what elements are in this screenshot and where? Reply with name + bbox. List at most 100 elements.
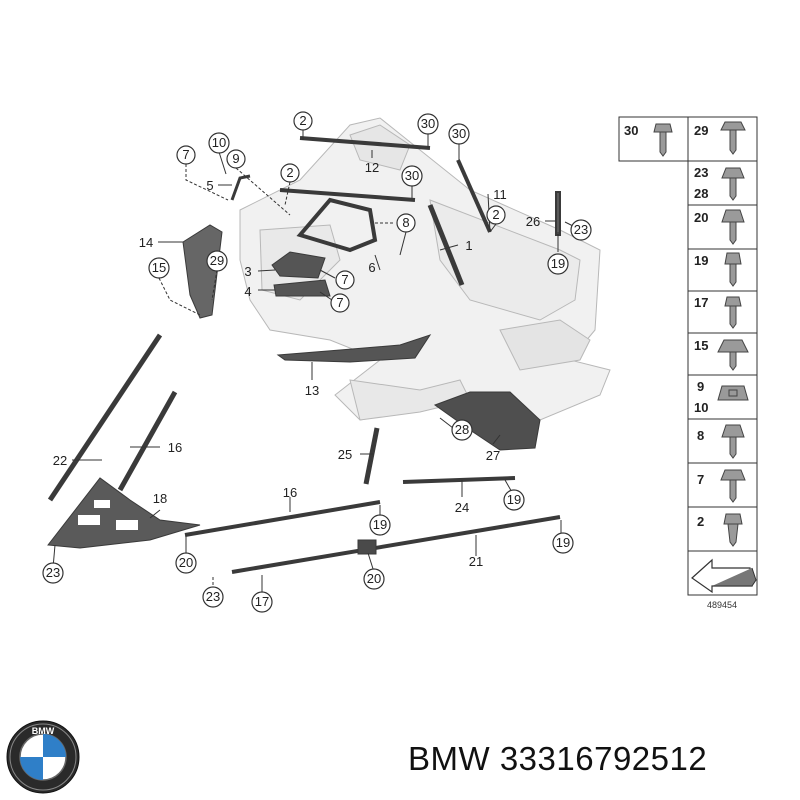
- clip-2-icon: [723, 513, 743, 547]
- callout-23a: [570, 219, 592, 241]
- label-18: 18: [153, 491, 167, 506]
- callout-7b-text: 7: [341, 272, 348, 287]
- legend-9: 9: [697, 379, 704, 394]
- label-11: 11: [493, 187, 507, 202]
- callout-8-text: 8: [402, 215, 409, 230]
- callout-10-text: 10: [212, 135, 226, 150]
- label-25: 25: [338, 447, 352, 462]
- callout-15: [148, 257, 170, 279]
- callout-23c: [202, 586, 224, 608]
- callout-30b-text: 30: [452, 126, 466, 141]
- label-3: 3: [244, 264, 251, 279]
- callout-9: [226, 149, 246, 169]
- bolt-15-icon: [717, 339, 749, 371]
- callouts: [42, 111, 592, 613]
- brand-name: BMW: [408, 740, 491, 777]
- callout-7c-text: 7: [336, 295, 343, 310]
- callout-19b-text: 19: [507, 492, 521, 507]
- legend-29: 29: [694, 123, 708, 138]
- callout-19d-text: 19: [556, 535, 570, 550]
- legend-28: 28: [694, 186, 708, 201]
- callout-2b: [280, 163, 300, 183]
- callout-23c-text: 23: [206, 589, 220, 604]
- footer-title: BMW 33316792512: [408, 740, 707, 778]
- callout-7c: [330, 293, 350, 313]
- label-22: 22: [53, 453, 67, 468]
- legend-23: 23: [694, 165, 708, 180]
- callout-29-text: 29: [210, 253, 224, 268]
- part-number: 33316792512: [499, 740, 708, 777]
- callout-2a: [293, 111, 313, 131]
- label-13: 13: [305, 383, 319, 398]
- callout-29: [206, 250, 228, 272]
- callout-17-text: 17: [255, 594, 269, 609]
- callout-20a-text: 20: [179, 555, 193, 570]
- bmw-logo: BMW: [6, 720, 80, 794]
- legend-10: 10: [694, 400, 708, 415]
- label-26: 26: [526, 214, 540, 229]
- label-5: 5: [206, 178, 213, 193]
- callout-17: [251, 591, 273, 613]
- bolt-30-icon: [653, 123, 673, 157]
- legend-8: 8: [697, 428, 704, 443]
- callout-19a: [547, 253, 569, 275]
- label-4: 4: [244, 284, 251, 299]
- legend-30: 30: [624, 123, 638, 138]
- callout-2b-text: 2: [286, 165, 293, 180]
- dark-parts: [47, 136, 561, 574]
- figure-number: 489454: [707, 600, 737, 610]
- legend-2: 2: [697, 514, 704, 529]
- nut-9-10-icon: [717, 385, 749, 401]
- bolt-20-icon: [721, 209, 745, 245]
- fastener-legend: 30 29 23 28 20 19 17 15 9 10 8 7 2 48945…: [618, 116, 758, 610]
- callout-10: [208, 132, 230, 154]
- callout-7b: [335, 270, 355, 290]
- callout-19c-text: 19: [373, 517, 387, 532]
- callout-20b-text: 20: [367, 571, 381, 586]
- callout-19b: [503, 489, 525, 511]
- label-16b: 16: [283, 485, 297, 500]
- bolt-29-icon: [720, 121, 746, 155]
- bolt-7-icon: [720, 469, 746, 503]
- callout-2c: [486, 205, 506, 225]
- callout-2a-text: 2: [299, 113, 306, 128]
- callout-labels: 2 30 30 12 10 7 9 5 2 30 11 2 8 26 23 14…: [46, 113, 588, 609]
- callout-19d: [552, 532, 574, 554]
- label-12: 12: [365, 160, 379, 175]
- callout-23b-text: 23: [46, 565, 60, 580]
- callout-30a-text: 30: [421, 116, 435, 131]
- callout-23a-text: 23: [574, 222, 588, 237]
- callout-19a-text: 19: [551, 256, 565, 271]
- direction-arrow-icon: [691, 558, 757, 594]
- callout-7a-text: 7: [182, 147, 189, 162]
- callout-20a: [175, 552, 197, 574]
- callout-23b: [42, 562, 64, 584]
- bolt-17-icon: [724, 296, 742, 329]
- legend-20: 20: [694, 210, 708, 225]
- label-14: 14: [139, 235, 153, 250]
- callout-28: [451, 419, 473, 441]
- label-16a: 16: [168, 440, 182, 455]
- legend-17: 17: [694, 295, 708, 310]
- callout-8: [396, 213, 416, 233]
- callout-19c: [369, 514, 391, 536]
- bolt-8-icon: [721, 424, 745, 459]
- label-1: 1: [465, 238, 472, 253]
- legend-19: 19: [694, 253, 708, 268]
- callout-30a: [417, 113, 439, 135]
- label-6: 6: [368, 260, 375, 275]
- leader-lines: [52, 130, 582, 595]
- callout-30b: [448, 123, 470, 145]
- callout-30c-text: 30: [405, 168, 419, 183]
- callout-20b: [363, 568, 385, 590]
- label-27: 27: [486, 448, 500, 463]
- legend-7: 7: [697, 472, 704, 487]
- callout-15-text: 15: [152, 260, 166, 275]
- callout-30c: [401, 165, 423, 187]
- bolt-19-icon: [724, 252, 742, 287]
- logo-text: BMW: [32, 726, 55, 736]
- label-21: 21: [469, 554, 483, 569]
- bolt-23-28-icon: [721, 167, 745, 201]
- label-24: 24: [455, 500, 469, 515]
